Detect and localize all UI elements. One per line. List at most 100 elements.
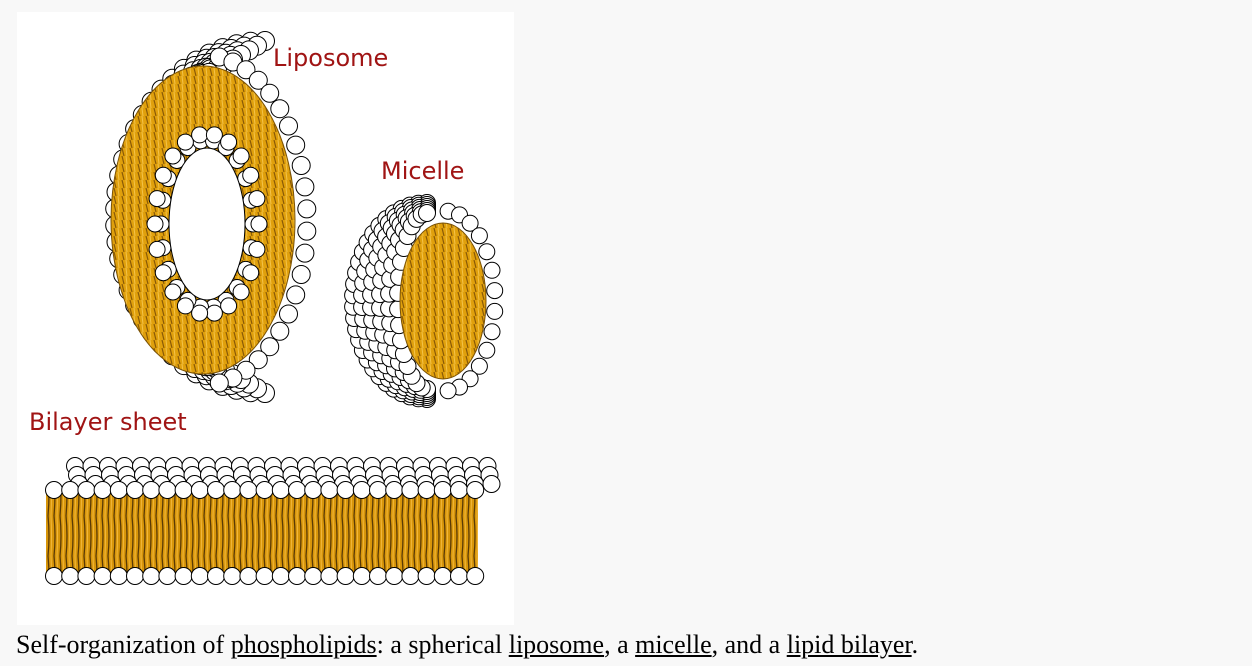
phospholipid-head (353, 482, 370, 499)
phospholipid-head (110, 482, 127, 499)
phospholipid-head (62, 568, 79, 585)
phospholipid-head (272, 568, 289, 585)
phospholipid-head (208, 482, 225, 499)
phospholipid-head (149, 241, 165, 257)
phospholipid-head (440, 383, 456, 399)
phospholipid-head (305, 482, 322, 499)
phospholipid-head (249, 241, 265, 257)
liposome-illustration (106, 32, 316, 403)
phospholipid-head (479, 244, 495, 260)
phospholipid-head (483, 476, 500, 493)
phospholipid-head (487, 303, 503, 319)
phospholipid-head (370, 568, 387, 585)
phospholipid-head (261, 84, 279, 102)
phospholipid-head (434, 568, 451, 585)
phospholipid-head (467, 568, 484, 585)
phospholipid-head (224, 482, 241, 499)
phospholipid-head (206, 127, 222, 143)
bilayer-sheet-label: Bilayer sheet (29, 408, 187, 436)
phospholipid-head (177, 134, 193, 150)
link-lipid-bilayer[interactable]: lipid bilayer (787, 630, 912, 659)
phospholipid-head (192, 127, 208, 143)
phospholipid-head (418, 482, 435, 499)
phospholipid-head (155, 167, 171, 183)
phospholipid-head (221, 134, 237, 150)
phospholipid-head (78, 482, 95, 499)
phospholipid-head (94, 568, 111, 585)
phospholipid-head (224, 568, 241, 585)
phospholipid-head (271, 322, 289, 340)
phospholipid-head (177, 298, 193, 314)
phospholipid-head (127, 568, 144, 585)
caption-text-4: , and a (712, 630, 787, 659)
phospholipid-head (305, 568, 322, 585)
micelle-illustration (345, 195, 503, 408)
phospholipid-head (165, 148, 181, 164)
phospholipid-head (210, 374, 228, 392)
phospholipid-head (46, 482, 63, 499)
phospholipid-head (221, 298, 237, 314)
phospholipid-head (233, 284, 249, 300)
phospholipid-head (256, 568, 273, 585)
phospholipid-head (287, 136, 305, 154)
phospholipid-head (292, 266, 310, 284)
phospholipid-head (370, 482, 387, 499)
phospholipid-head (110, 568, 127, 585)
phospholipid-head (467, 482, 484, 499)
phospholipid-head (434, 482, 451, 499)
phospholipid-head (280, 305, 298, 323)
phospholipid-head (289, 482, 306, 499)
phospholipid-head (192, 305, 208, 321)
phospholipid-head (280, 117, 298, 135)
phospholipid-head (243, 167, 259, 183)
phospholipid-head (451, 568, 468, 585)
phospholipid-head (175, 568, 192, 585)
phospholipid-head (386, 568, 403, 585)
phospholipid-head (471, 228, 487, 244)
phospholipid-head (321, 482, 338, 499)
phospholipid-head (451, 482, 468, 499)
phospholipid-head (256, 482, 273, 499)
phospholipid-head (240, 482, 257, 499)
phospholipid-head (479, 342, 495, 358)
phospholipid-head (233, 148, 249, 164)
phospholipid-head (155, 265, 171, 281)
phospholipid-head (484, 324, 500, 340)
micelle-label: Micelle (381, 157, 464, 185)
phospholipid-head (159, 568, 176, 585)
phospholipid-diagram: Liposome Micelle Bilayer sheet (17, 12, 514, 625)
link-micelle[interactable]: micelle (635, 630, 712, 659)
phospholipid-head (321, 568, 338, 585)
phospholipid-head (191, 482, 208, 499)
liposome-label: Liposome (273, 44, 388, 72)
phospholipid-head (292, 157, 310, 175)
phospholipid-head (243, 265, 259, 281)
phospholipid-head (418, 568, 435, 585)
bilayer-tail-region (46, 493, 478, 573)
micelle-core (400, 223, 486, 379)
phospholipid-head (147, 216, 163, 232)
phospholipid-head (165, 284, 181, 300)
phospholipid-head (484, 262, 500, 278)
phospholipid-head (149, 191, 165, 207)
link-phospholipids[interactable]: phospholipids (231, 630, 377, 659)
phospholipid-head (296, 178, 314, 196)
phospholipid-head (46, 568, 63, 585)
phospholipid-head (296, 244, 314, 262)
phospholipid-head (78, 568, 95, 585)
link-liposome[interactable]: liposome (509, 630, 604, 659)
caption-suffix: . (912, 630, 919, 659)
phospholipid-head (127, 482, 144, 499)
phospholipid-head (94, 482, 111, 499)
phospholipid-head (62, 482, 79, 499)
phospholipid-head (249, 191, 265, 207)
phospholipid-head (175, 482, 192, 499)
phospholipid-head (289, 568, 306, 585)
phospholipid-head (143, 482, 160, 499)
phospholipid-head (251, 216, 267, 232)
phospholipid-head (272, 482, 289, 499)
phospholipid-head (487, 283, 503, 299)
phospholipid-head (298, 200, 316, 218)
phospholipid-head (353, 568, 370, 585)
phospholipid-head (191, 568, 208, 585)
